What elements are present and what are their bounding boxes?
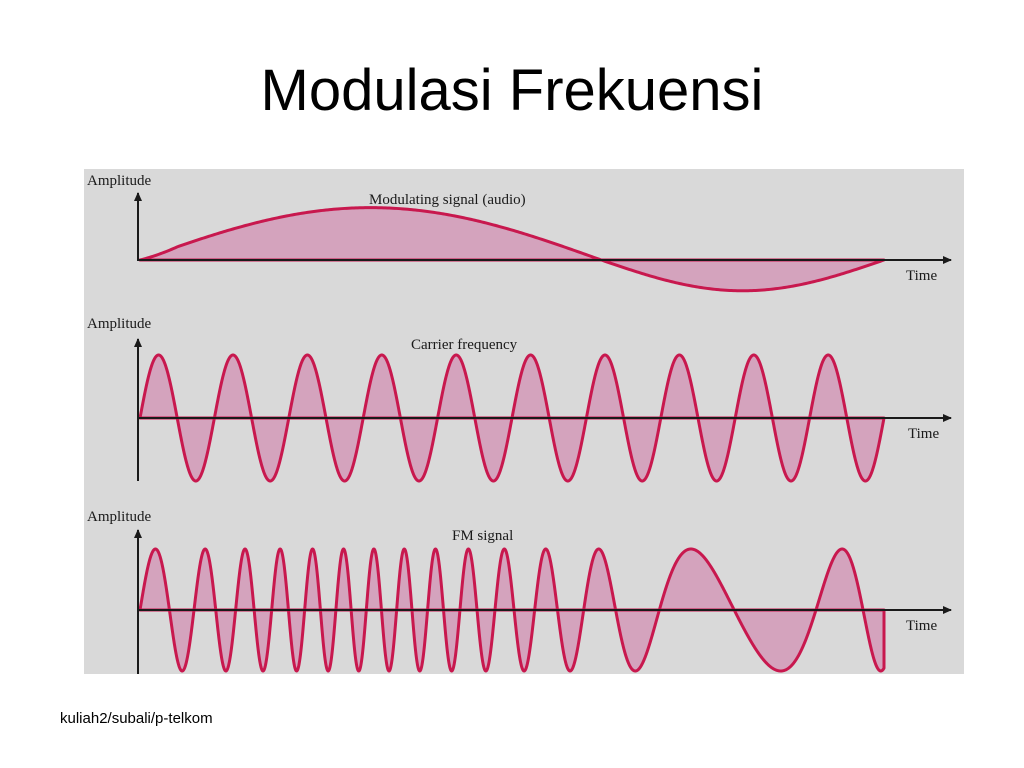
carrier-amplitude-label: Amplitude (87, 316, 152, 332)
carrier-time-label: Time (908, 426, 939, 442)
fm-diagram-figure: Amplitude Modulating signal (audio) Time… (84, 169, 964, 674)
modulating-signal-panel: Amplitude Modulating signal (audio) Time (87, 173, 952, 293)
fm-amplitude-label: Amplitude (87, 509, 152, 525)
slide-title: Modulasi Frekuensi (260, 58, 764, 123)
modulating-time-label: Time (906, 268, 937, 284)
footer-credit: kuliah2/subali/p-telkom (60, 710, 213, 727)
fm-caption: FM signal (452, 528, 513, 544)
carrier-panel: Amplitude Carrier frequency Time (87, 316, 952, 483)
fm-diagram-svg: Amplitude Modulating signal (audio) Time… (84, 169, 964, 674)
fm-panel: Amplitude FM signal Time (87, 509, 952, 674)
modulating-amplitude-label: Amplitude (87, 173, 152, 189)
fm-time-label: Time (906, 618, 937, 634)
modulating-wave (138, 206, 886, 293)
carrier-caption: Carrier frequency (411, 337, 518, 353)
modulating-caption: Modulating signal (audio) (369, 192, 526, 208)
